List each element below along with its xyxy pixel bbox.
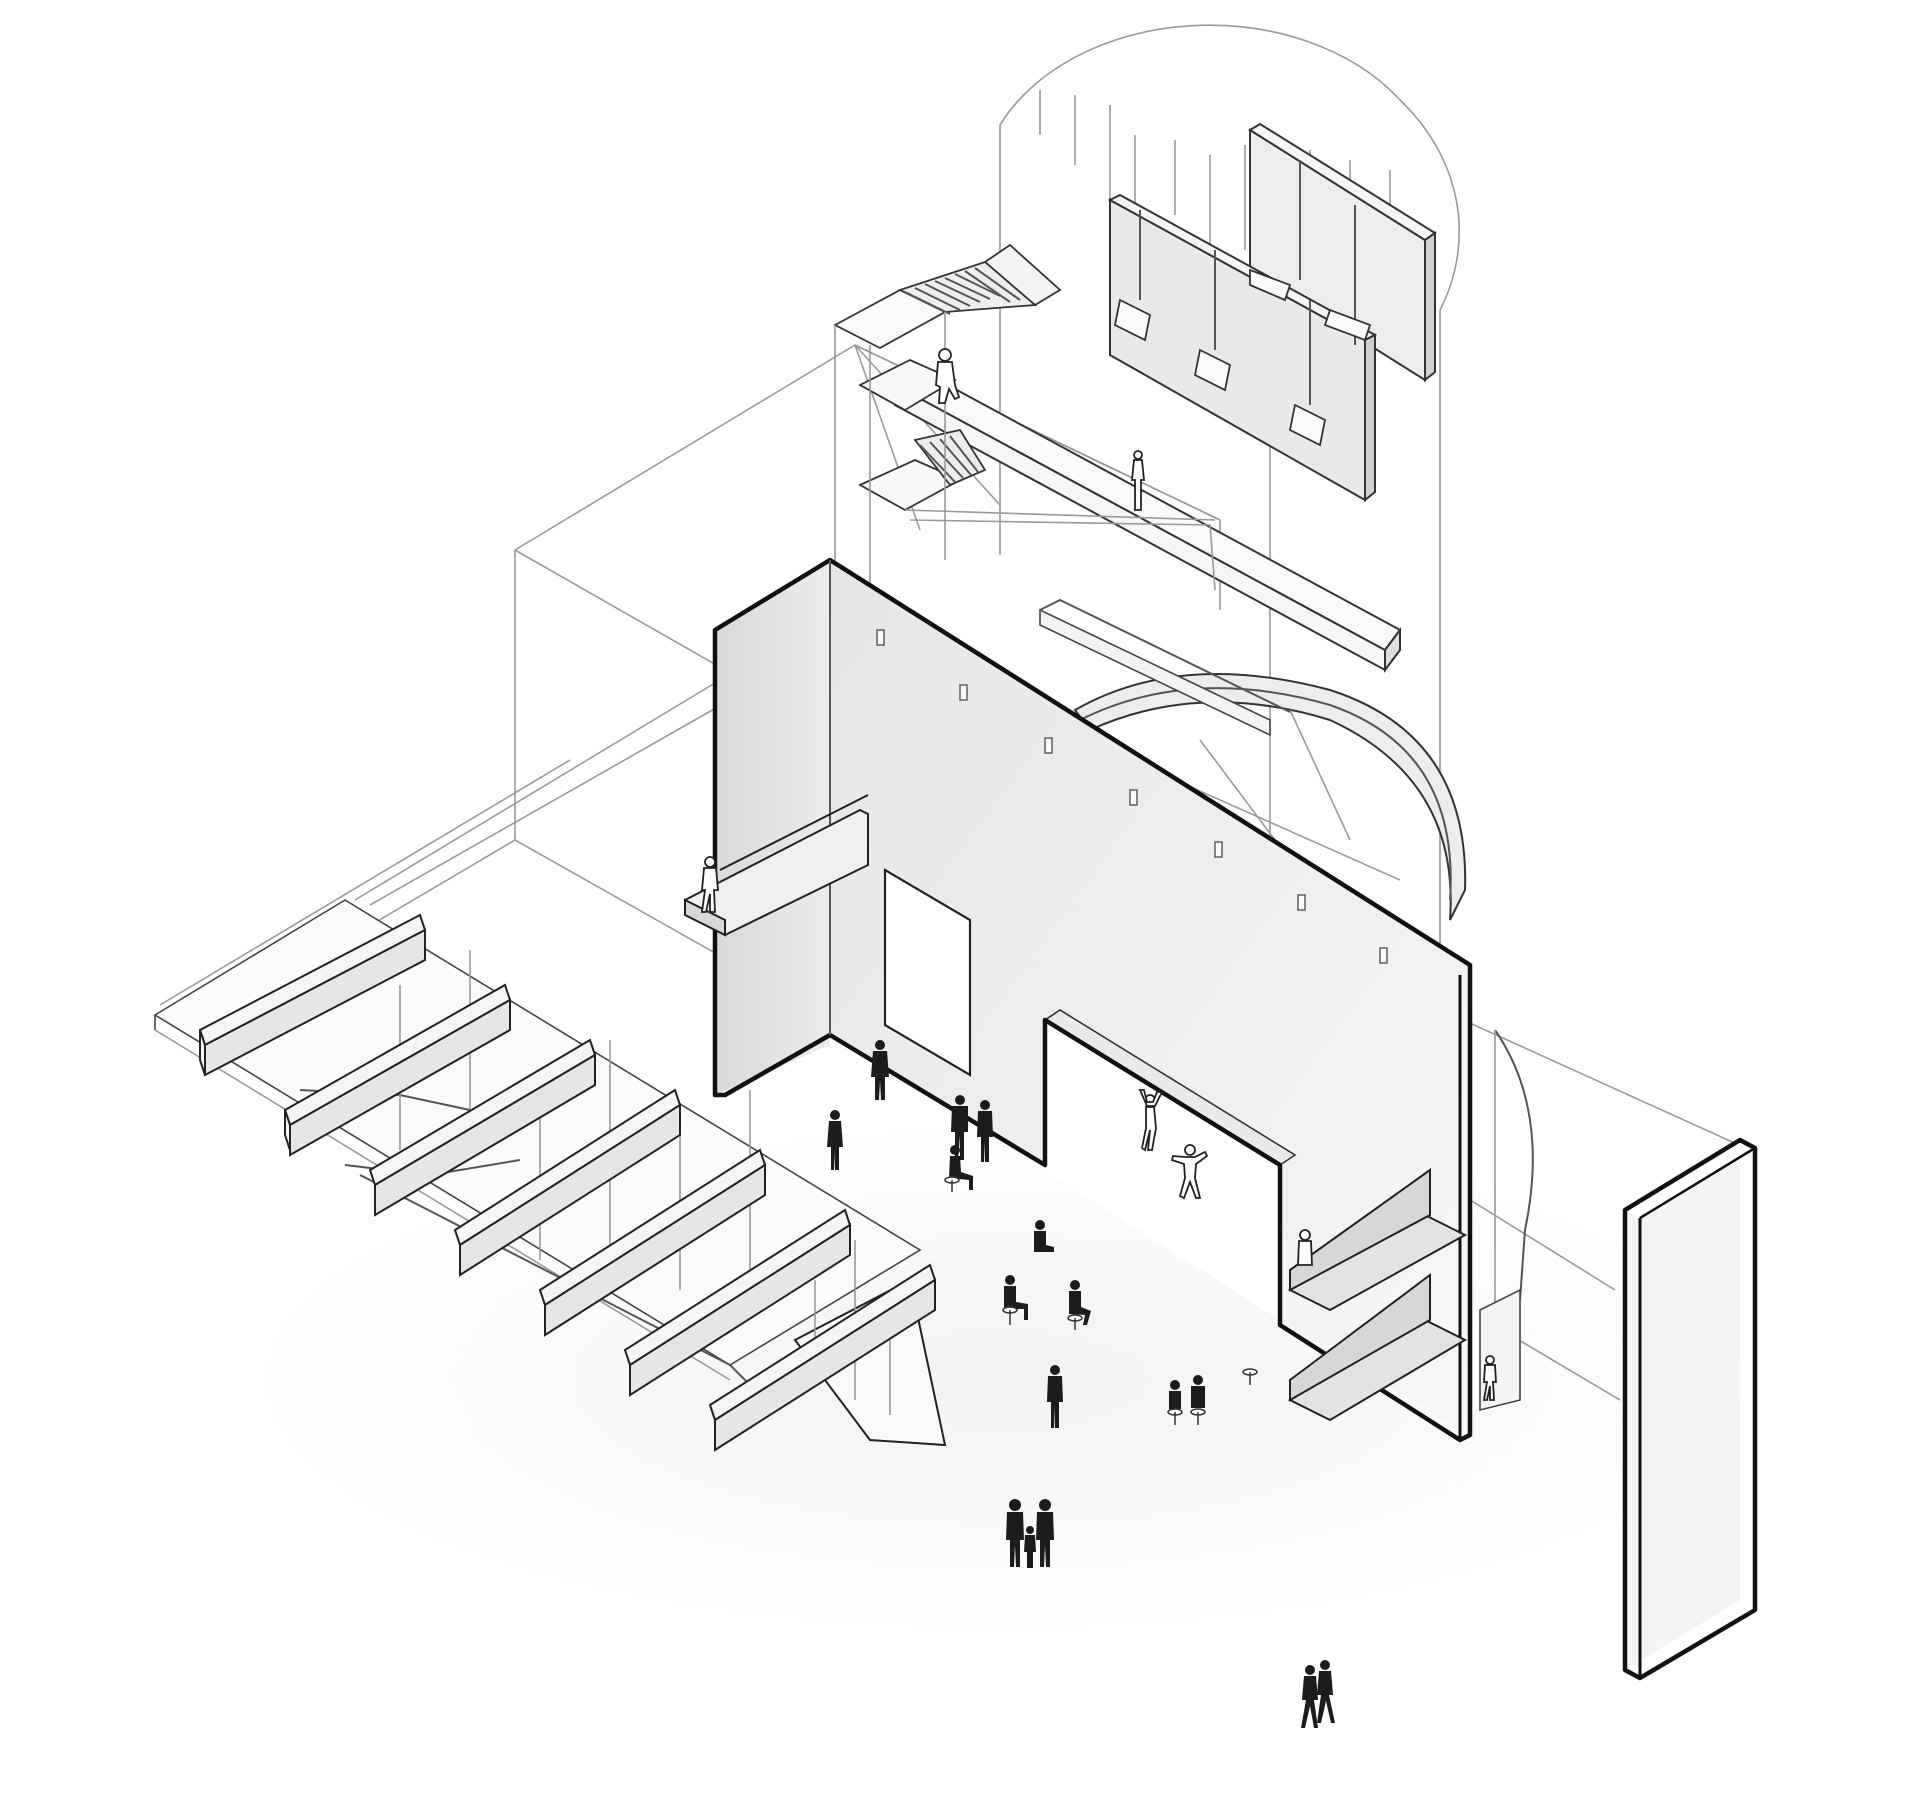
figure-person-sitting — [1191, 1375, 1205, 1408]
figure-person-sitting — [949, 1145, 973, 1190]
figure-person — [871, 1040, 889, 1100]
figures — [700, 348, 1497, 1728]
wall-balcony — [683, 794, 869, 937]
figure-person-outline — [700, 856, 719, 913]
staircase-upper — [833, 243, 1062, 512]
wall-shelves — [1287, 1168, 1521, 1422]
figure-person — [1301, 1665, 1318, 1728]
main-wall — [712, 557, 1473, 1443]
figure-person-sitting — [1004, 1275, 1028, 1320]
figure-person — [1024, 1526, 1036, 1568]
stair-tower-outline — [834, 312, 1216, 600]
figure-person — [827, 1110, 843, 1170]
figure-person-outline — [935, 348, 961, 404]
figure-person-outline — [1482, 1355, 1497, 1401]
figure-dancer — [1138, 1089, 1164, 1152]
hanging-panels — [1039, 90, 1437, 503]
figure-dancer — [1170, 1144, 1209, 1200]
figure-person — [977, 1100, 993, 1162]
figure-person-outline — [1131, 450, 1145, 511]
figure-person — [1006, 1499, 1024, 1567]
figure-person-sitting — [1069, 1280, 1091, 1325]
upper-walkway — [892, 368, 1402, 737]
figure-person — [1036, 1499, 1054, 1567]
freestanding-slab — [1622, 1137, 1758, 1681]
figure-person-sitting — [1169, 1380, 1181, 1409]
figure-person — [1047, 1365, 1063, 1428]
figure-person-outline — [1297, 1229, 1313, 1266]
figure-person — [1317, 1660, 1335, 1723]
figure-person-sitting — [1034, 1220, 1054, 1252]
canopy-structure — [153, 899, 947, 1452]
circular-drum — [1073, 673, 1534, 1320]
